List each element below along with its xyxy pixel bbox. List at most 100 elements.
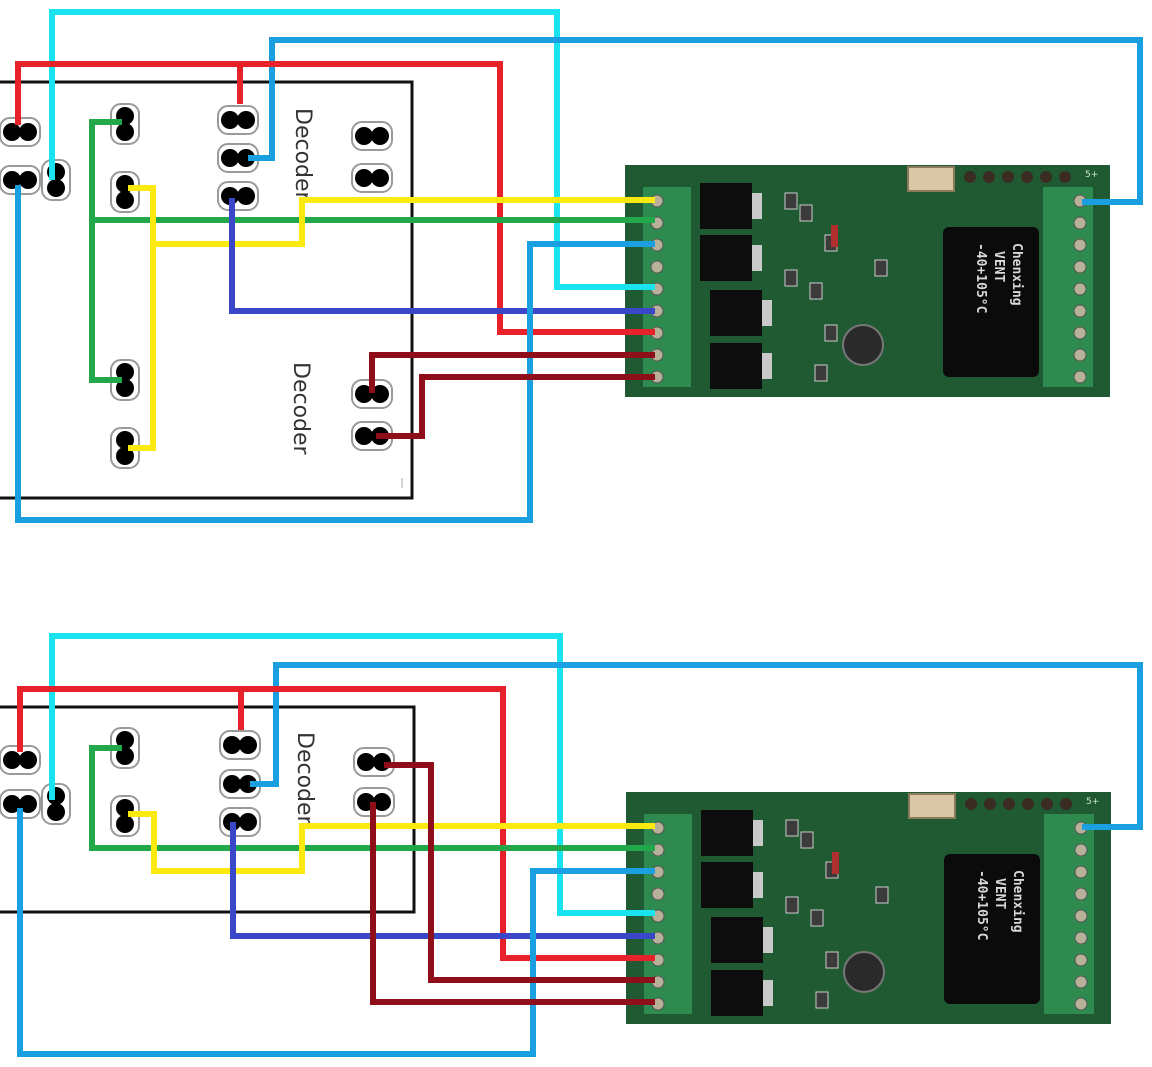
mosfet-chip [711,970,763,1016]
mosfet-chip [701,810,753,856]
wire-yellow-run [153,197,655,247]
header-pin [1040,171,1052,183]
socket [0,789,41,819]
socket-pin [116,191,134,209]
socket-pin [221,149,239,167]
mosfet-tab [752,245,762,271]
wire-red [15,61,655,335]
smd-component [785,819,799,837]
mosfet-tab [762,353,772,379]
relay [943,227,1039,377]
wire-indigo [230,822,655,939]
socket [110,427,140,469]
socket [0,165,41,195]
socket-pin [3,751,21,769]
wire-yellow [128,811,655,874]
socket [219,807,261,837]
socket-pin [3,171,21,189]
socket [110,727,140,769]
socket-pin [223,775,241,793]
socket-pin [223,736,241,754]
socket-pin [371,169,389,187]
terminal-screw [1073,304,1087,318]
header-pin [964,171,976,183]
wire-darkred-1 [384,762,655,983]
inductor [842,324,884,366]
decoder-outline [0,80,414,500]
terminal-screw [1074,909,1088,923]
wire-green [89,119,122,383]
socket-pin [19,123,37,141]
relay-model: VENT [991,251,1006,282]
socket-pin [19,795,37,813]
socket [217,105,259,135]
diode [832,852,839,874]
relay-brand: Chenxing [1009,243,1024,306]
header-pin [965,798,977,810]
smd-component [874,259,888,277]
header-pin [984,798,996,810]
mosfet-chip [700,235,752,281]
socket [110,795,140,837]
socket-pin [221,111,239,129]
socket-pin [371,385,389,403]
relay [944,854,1040,1004]
socket [351,121,393,151]
wire-yellow [128,185,156,451]
terminal-screw [1074,931,1088,945]
wire-darkred-2 [376,374,655,439]
socket-pin [47,803,65,821]
socket [219,730,261,760]
socket-group [0,103,393,469]
mosfet-tab [763,927,773,953]
terminal-screw [650,260,664,274]
socket [217,181,259,211]
terminal-screw [1074,997,1088,1011]
wire-blue-bottom [15,185,655,523]
terminal-screw [1074,843,1088,857]
smd-component [784,192,798,210]
jst-connector [907,166,955,192]
socket-pin [19,751,37,769]
relay-temp: -40+105°C [974,870,989,940]
terminal-screw [1074,975,1088,989]
smd-component [810,909,824,927]
socket [351,163,393,193]
terminal-screw [1073,260,1087,274]
smd-component [800,831,814,849]
socket [0,117,41,147]
socket-pin [237,149,255,167]
socket-pin [19,171,37,189]
decoder-label: Decoder [292,732,317,826]
header-pin [1003,798,1015,810]
header-pin [1022,798,1034,810]
wire-blue-top [248,37,1143,205]
mosfet-chip [710,290,762,336]
socket-pin [47,179,65,197]
relay-model: VENT [992,878,1007,909]
terminal-screw [1073,282,1087,296]
smd-component [809,282,823,300]
socket-pin [239,736,257,754]
mosfet-tab [752,193,762,219]
socket-pin [116,363,134,381]
inductor [843,951,885,993]
socket [41,783,71,825]
smd-component [785,896,799,914]
mosfet-tab [753,820,763,846]
mosfet-chip [711,917,763,963]
socket-pin [3,123,21,141]
socket [0,745,41,775]
diode [831,225,838,247]
socket-pin [116,731,134,749]
socket-pin [237,187,255,205]
header-pin [1059,171,1071,183]
terminal-screw [1074,887,1088,901]
socket [217,143,259,173]
socket-pin [116,747,134,765]
